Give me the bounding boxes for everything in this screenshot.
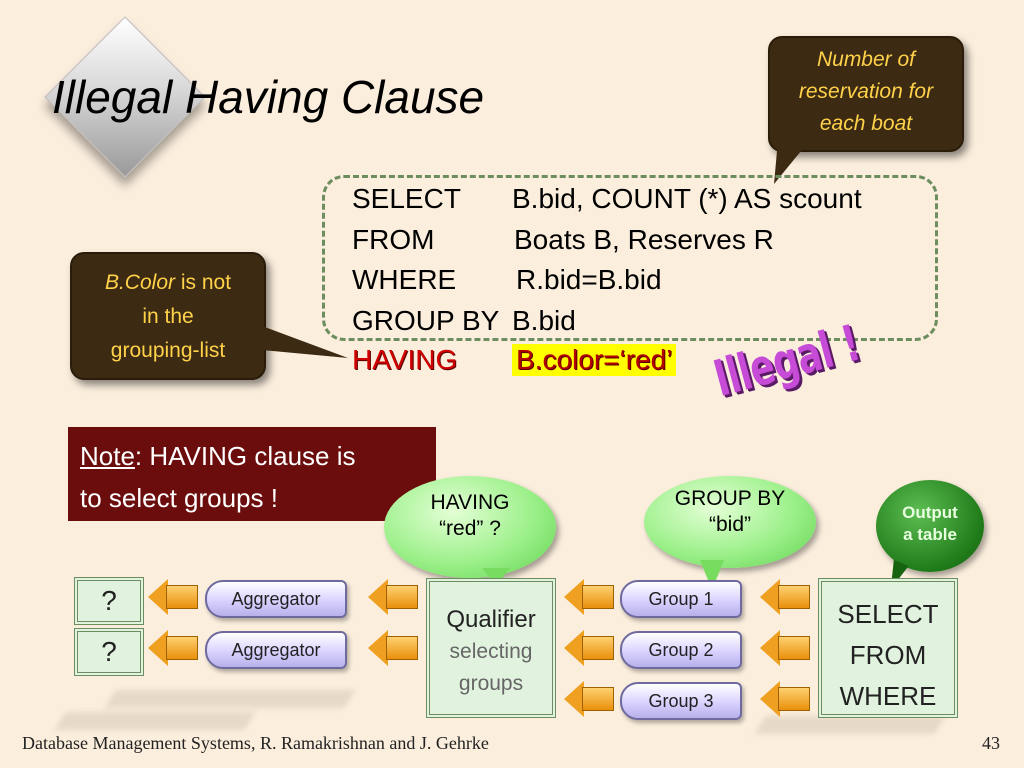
- page-number: 43: [982, 733, 1000, 753]
- callout-rest: is not: [175, 271, 232, 294]
- left-arrow-icon: [368, 579, 418, 615]
- bubble-line: a table: [903, 525, 957, 544]
- aggregator-1: Aggregator: [205, 580, 347, 618]
- sql-value: B.bid: [512, 305, 576, 336]
- note-label: Note: [80, 441, 135, 471]
- bubble-line: Output: [902, 503, 958, 522]
- callout-line: each boat: [819, 112, 913, 135]
- shadow: [104, 690, 356, 708]
- qualifier-sub: selecting: [449, 640, 533, 663]
- callout-left-pointer: [262, 326, 348, 358]
- bubble-having: HAVING “red” ?: [384, 476, 556, 578]
- left-arrow-icon: [368, 630, 418, 666]
- left-arrow-icon: [564, 579, 614, 615]
- left-arrow-icon: [760, 630, 810, 666]
- bubble-output: Output a table: [876, 480, 984, 572]
- bubble-line: GROUP BY: [674, 487, 786, 510]
- sql-keyword: GROUP BY: [352, 305, 500, 336]
- qualifier-box: Qualifier selecting groups: [426, 578, 556, 718]
- left-arrow-icon: [148, 630, 198, 666]
- callout-em: B.Color: [104, 271, 175, 294]
- callout-reservation-count: Number of reservation for each boat: [768, 36, 964, 152]
- left-arrow-icon: [760, 681, 810, 717]
- aggregator-2: Aggregator: [205, 631, 347, 669]
- callout-top-pointer: [774, 140, 810, 184]
- callout-line: Number of: [816, 48, 916, 71]
- sql-keyword-having: HAVING: [352, 344, 458, 375]
- qualifier-sub: groups: [458, 672, 524, 695]
- group-2: Group 2: [620, 631, 742, 669]
- sfw-line: FROM: [849, 640, 927, 670]
- callout-line: reservation for: [798, 80, 934, 103]
- callout-grouping-list: B.Color is not in the grouping-list: [70, 252, 266, 380]
- sfw-line: SELECT: [837, 599, 939, 629]
- slide-title: Illegal Having Clause: [52, 71, 485, 123]
- bubble-line: “bid”: [708, 513, 751, 536]
- note-text: : HAVING clause is: [134, 441, 356, 471]
- callout-line: in the: [142, 305, 194, 328]
- sql-keyword: WHERE: [352, 264, 457, 295]
- sql-box: [322, 175, 938, 341]
- sql-value: R.bid=B.bid: [516, 264, 662, 295]
- sql-value: Boats B, Reserves R: [514, 224, 774, 255]
- shadow: [754, 716, 946, 734]
- callout-line: grouping-list: [110, 339, 226, 362]
- bubble-group-by: GROUP BY “bid”: [644, 476, 816, 568]
- note-line: Note: HAVING clause is: [80, 435, 424, 477]
- qualifier-title: Qualifier: [446, 606, 536, 633]
- sql-value-highlight: B.color=‘red’: [512, 344, 677, 376]
- bubble-line: HAVING: [430, 491, 510, 514]
- sql-value: B.bid, COUNT (*) AS scount: [512, 183, 862, 214]
- footer-text: Database Management Systems, R. Ramakris…: [22, 733, 489, 753]
- note-box: Note: HAVING clause is to select groups …: [68, 427, 436, 521]
- select-from-where-box: SELECT FROM WHERE: [818, 578, 958, 718]
- shadow: [54, 712, 256, 730]
- left-arrow-icon: [760, 579, 810, 615]
- bubble-line: “red” ?: [439, 517, 501, 540]
- group-3: Group 3: [620, 682, 742, 720]
- note-line: to select groups !: [80, 483, 278, 513]
- left-arrow-icon: [564, 681, 614, 717]
- callout-line: B.Color is not: [72, 266, 264, 300]
- left-arrow-icon: [564, 630, 614, 666]
- result-box-2: ?: [74, 628, 144, 676]
- sql-keyword: SELECT: [352, 183, 461, 214]
- sql-keyword: FROM: [352, 224, 435, 255]
- group-1: Group 1: [620, 580, 742, 618]
- left-arrow-icon: [148, 579, 198, 615]
- sfw-line: WHERE: [839, 681, 937, 711]
- result-box-1: ?: [74, 577, 144, 625]
